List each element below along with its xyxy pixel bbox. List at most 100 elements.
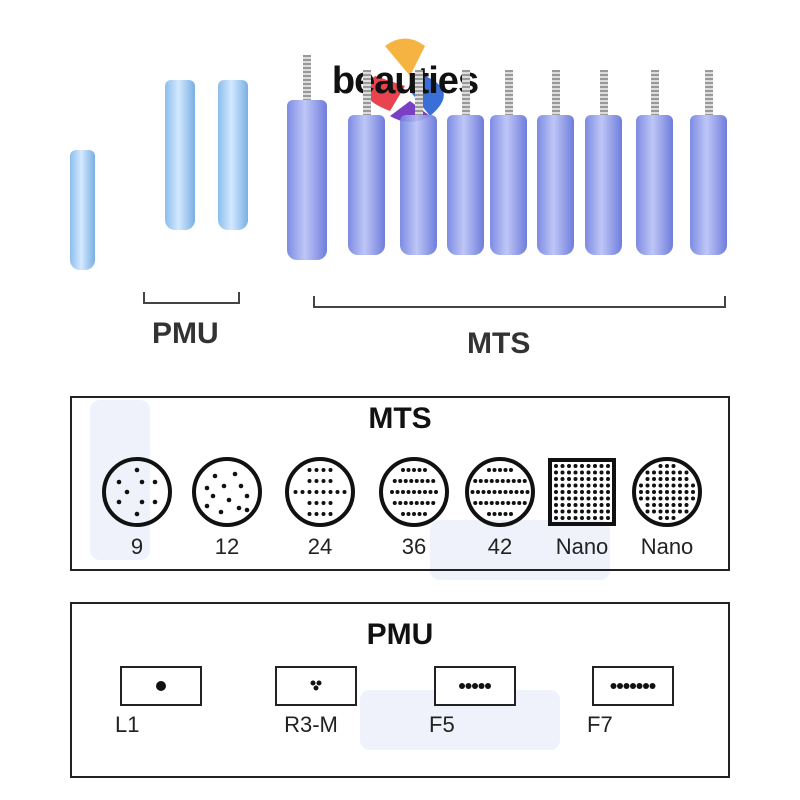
needle-dot: [567, 477, 571, 481]
needle-dot: [238, 483, 244, 489]
needle-dot: [645, 503, 650, 507]
needle-dot: [406, 512, 411, 516]
needle-dot: [671, 490, 676, 494]
needle-dot: [658, 483, 663, 488]
needle-dot: [684, 503, 689, 507]
needle-dot: [573, 464, 578, 468]
needle-spring: [551, 70, 560, 115]
mts-needle-cartridge: [490, 115, 527, 255]
needle-dot: [684, 509, 689, 514]
needle-dot: [567, 516, 571, 520]
needle-dot: [593, 509, 597, 514]
needle-dot: [606, 470, 610, 475]
needle-dot: [580, 496, 584, 501]
needle-dot: [573, 516, 578, 520]
needle-dot: [425, 501, 430, 505]
needle-dot: [586, 516, 591, 520]
needle-dot: [649, 683, 656, 689]
needle-dot: [678, 509, 682, 514]
needle-dot: [554, 516, 558, 520]
needle-dot: [476, 490, 480, 494]
needle-dot: [522, 501, 527, 505]
needle-spring: [650, 70, 659, 115]
needle-dot: [665, 503, 669, 507]
needle-dot: [573, 490, 578, 494]
needle-dot: [509, 512, 513, 516]
mts-needle-cartridge: [287, 100, 327, 260]
needle-dot: [478, 501, 483, 505]
needle-spring: [303, 55, 311, 100]
needle-dot: [684, 470, 689, 475]
needle-dot: [567, 503, 571, 507]
needle-dot: [658, 470, 663, 475]
pmu-pattern-f5: [434, 666, 516, 706]
needle-dot: [139, 499, 145, 505]
needle-dot: [691, 483, 695, 488]
needle-dot: [560, 496, 565, 501]
pmu-pattern-r3-m: [275, 666, 357, 706]
needle-dot: [478, 479, 483, 483]
needle-dot: [236, 505, 242, 511]
needle-dot: [652, 496, 656, 501]
pmu-group-label: PMU: [152, 317, 219, 350]
needle-dot: [580, 509, 584, 514]
needle-dot: [509, 468, 513, 472]
needle-dot: [678, 496, 682, 501]
needle-dot: [599, 470, 604, 475]
needle-dot: [392, 501, 397, 505]
needle-dot: [401, 512, 405, 516]
needle-dot: [665, 509, 669, 514]
needle-dot: [473, 501, 478, 505]
needle-dot: [495, 501, 500, 505]
needle-dot: [560, 490, 565, 494]
needle-dot: [586, 503, 591, 507]
needle-dot: [678, 470, 682, 475]
needle-dot: [671, 464, 676, 468]
needle-dot: [567, 470, 571, 475]
needle-dot: [658, 496, 663, 501]
needle-dot: [665, 477, 669, 481]
needle-dot: [593, 503, 597, 507]
needle-dot: [580, 503, 584, 507]
needle-dot: [658, 503, 663, 507]
needle-spring: [704, 70, 713, 115]
pmu-pattern-f7: [592, 666, 674, 706]
needle-dot: [218, 509, 224, 515]
needle-dot: [586, 496, 591, 501]
needle-dot: [423, 512, 427, 516]
needle-dot: [554, 477, 558, 481]
needle-spring: [504, 70, 513, 115]
needle-dot: [431, 501, 436, 505]
needle-dot: [517, 479, 522, 483]
needle-dot: [481, 490, 486, 494]
mts-pattern-label: Nano: [555, 534, 609, 559]
needle-dot: [652, 470, 656, 475]
needle-dot: [484, 501, 489, 505]
needle-dot: [244, 493, 250, 499]
needle-dot: [316, 680, 322, 686]
needle-dot: [423, 468, 427, 472]
pmu-pattern-label: L1: [115, 712, 140, 737]
needle-dot: [573, 470, 578, 475]
needle-dot: [420, 479, 425, 483]
mts-pattern-label: 42: [487, 534, 513, 559]
mts-pattern-label: Nano: [640, 534, 694, 559]
needle-dot: [414, 479, 419, 483]
needle-dot: [643, 683, 649, 689]
needle-dot: [134, 467, 140, 473]
needle-dot: [390, 490, 394, 494]
needle-dot: [152, 499, 158, 505]
needle-dot: [307, 490, 312, 494]
needle-dot: [314, 490, 319, 494]
needle-dot: [409, 501, 414, 505]
needle-dot: [652, 503, 656, 507]
pmu-panel-title: PMU: [366, 618, 434, 651]
needle-dot: [139, 479, 145, 485]
needle-dot: [606, 509, 610, 514]
needle-dot: [658, 490, 663, 494]
needle-dot: [398, 479, 403, 483]
needle-dot: [409, 479, 414, 483]
needle-dot: [124, 489, 130, 495]
needle-pattern-42: [465, 457, 535, 527]
